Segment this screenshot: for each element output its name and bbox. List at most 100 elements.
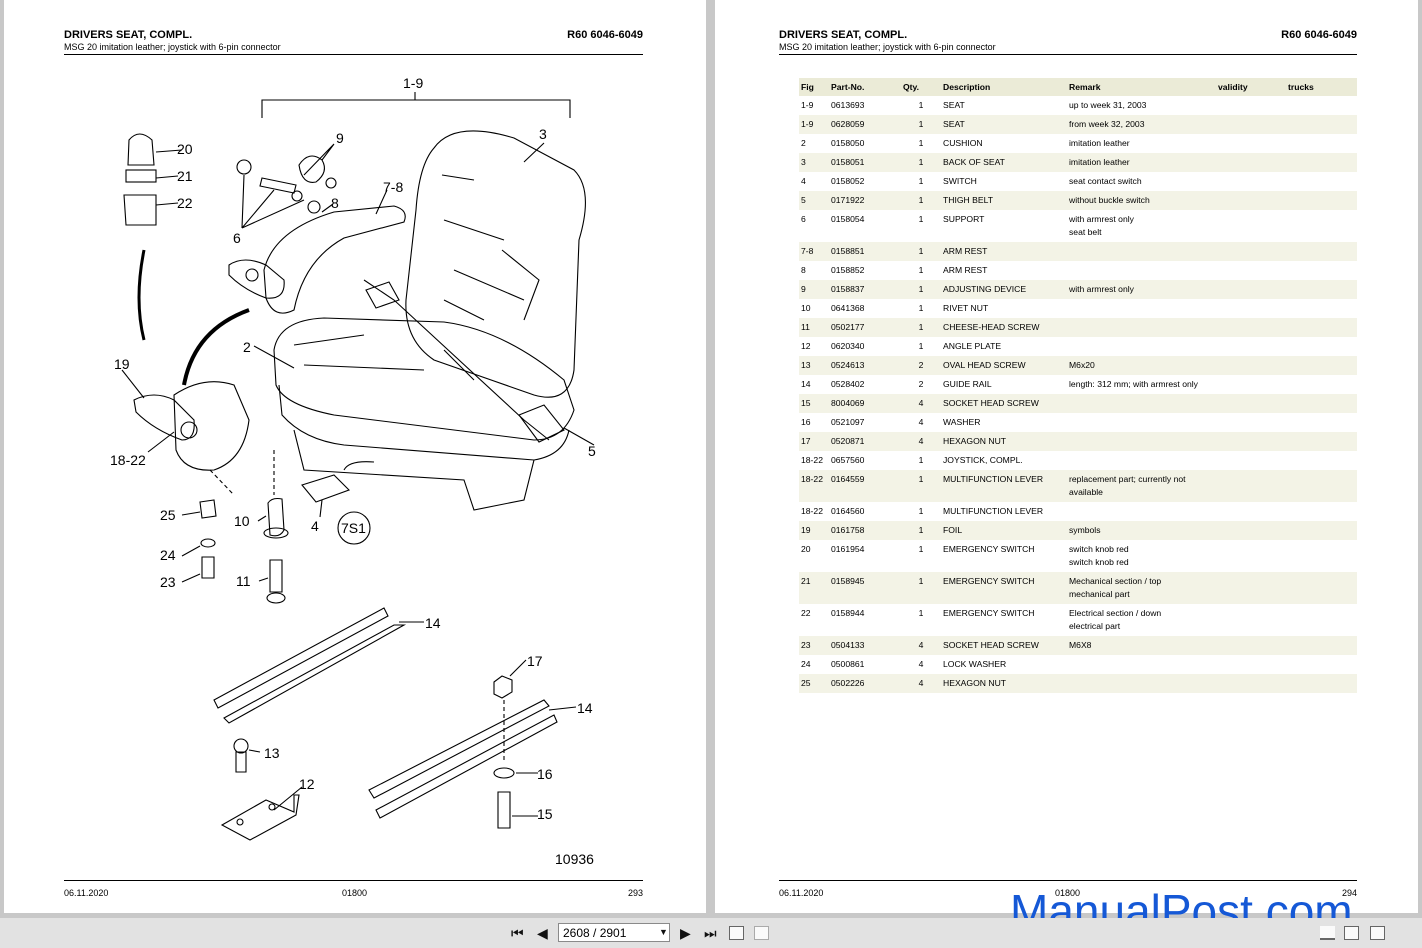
cell-remark-line2: switch knob red — [1069, 557, 1129, 567]
thumbnails-icon[interactable] — [1320, 926, 1335, 940]
cell-part-no: 0164559 — [829, 470, 901, 502]
cell-qty: 1 — [901, 318, 941, 337]
cell-trucks — [1286, 191, 1357, 210]
cell-description: SWITCH — [941, 172, 1067, 191]
cell-remark — [1067, 413, 1216, 432]
cell-qty: 4 — [901, 394, 941, 413]
cell-qty: 1 — [901, 96, 941, 115]
callout-19: 19 — [114, 356, 130, 372]
last-page-icon[interactable]: ⏭ — [704, 925, 717, 941]
cell-remark — [1067, 432, 1216, 451]
cell-fig: 17 — [799, 432, 829, 451]
cell-fig-text: 4 — [801, 176, 806, 186]
cell-remark-text: imitation leather — [1069, 157, 1130, 167]
cell-part-no-text: 0641368 — [831, 303, 865, 313]
cell-validity — [1216, 318, 1286, 337]
cell-qty: 1 — [901, 172, 941, 191]
cell-qty-text: 1 — [918, 284, 924, 294]
cell-part-no: 0164560 — [829, 502, 901, 521]
cell-fig-text: 12 — [801, 341, 811, 351]
cell-remark: M6X8 — [1067, 636, 1216, 655]
cell-remark — [1067, 451, 1216, 470]
cell-part-no-text: 0613693 — [831, 100, 865, 110]
cell-remark: symbols — [1067, 521, 1216, 540]
cell-fig: 4 — [799, 172, 829, 191]
cell-description: CUSHION — [941, 134, 1067, 153]
cell-fig-text: 25 — [801, 678, 811, 688]
previous-page-icon[interactable]: ◀ — [537, 925, 548, 941]
cell-description-text: SWITCH — [943, 176, 977, 186]
cell-qty: 1 — [901, 451, 941, 470]
cell-qty-text: 1 — [918, 119, 924, 129]
cell-part-no-text: 0158052 — [831, 176, 865, 186]
cell-fig: 6 — [799, 210, 829, 242]
cell-remark: up to week 31, 2003 — [1067, 96, 1216, 115]
cell-qty-text: 1 — [918, 214, 924, 224]
callout-12: 12 — [299, 776, 315, 792]
cell-trucks — [1286, 375, 1357, 394]
cell-qty-text: 2 — [918, 360, 924, 370]
cell-trucks — [1286, 604, 1357, 636]
callout-14b: 14 — [577, 700, 593, 716]
cell-part-no-text: 0171922 — [831, 195, 865, 205]
cell-validity — [1216, 394, 1286, 413]
bookmarks-icon[interactable] — [1344, 926, 1359, 940]
cell-validity — [1216, 604, 1286, 636]
cell-fig: 21 — [799, 572, 829, 604]
fit-width-icon[interactable] — [754, 926, 769, 940]
cell-qty-text: 4 — [918, 436, 924, 446]
page-title: DRIVERS SEAT, COMPL. — [779, 29, 908, 41]
cell-remark-text: from week 32, 2003 — [1069, 119, 1145, 129]
cell-fig: 12 — [799, 337, 829, 356]
cell-qty: 4 — [901, 432, 941, 451]
cell-qty-text: 4 — [918, 640, 924, 650]
cell-part-no: 8004069 — [829, 394, 901, 413]
cell-trucks — [1286, 115, 1357, 134]
cell-qty-text: 1 — [918, 506, 924, 516]
cell-remark: imitation leather — [1067, 153, 1216, 172]
cell-description-text: CHEESE-HEAD SCREW — [943, 322, 1040, 332]
callout-2: 2 — [243, 339, 251, 355]
cell-description-text: RIVET NUT — [943, 303, 989, 313]
cell-validity — [1216, 261, 1286, 280]
cell-remark — [1067, 318, 1216, 337]
page-number-input[interactable] — [558, 923, 670, 942]
cell-fig-text: 23 — [801, 640, 811, 650]
cell-remark: length: 312 mm; with armrest only — [1067, 375, 1216, 394]
cell-description: WASHER — [941, 413, 1067, 432]
page-dropdown-icon[interactable]: ▼ — [659, 927, 668, 937]
cell-trucks — [1286, 261, 1357, 280]
cell-validity — [1216, 655, 1286, 674]
cell-validity — [1216, 191, 1286, 210]
armrest — [263, 205, 406, 314]
callout-11: 11 — [236, 573, 251, 589]
cell-trucks — [1286, 540, 1357, 572]
col-description: Description — [941, 78, 1067, 96]
joystick — [173, 381, 250, 471]
callout-10: 10 — [234, 513, 250, 529]
single-page-icon[interactable] — [1370, 926, 1385, 940]
cell-description: SEAT — [941, 115, 1067, 134]
cell-part-no: 0520871 — [829, 432, 901, 451]
page-title: DRIVERS SEAT, COMPL. — [64, 29, 193, 41]
cell-part-no: 0158054 — [829, 210, 901, 242]
first-page-icon[interactable]: ⏮ — [511, 925, 524, 941]
cell-qty: 1 — [901, 572, 941, 604]
cell-description-text: EMERGENCY SWITCH — [943, 544, 1035, 554]
cell-part-no-text: 0620340 — [831, 341, 865, 351]
header-rule — [64, 54, 643, 55]
next-page-icon[interactable]: ▶ — [680, 925, 691, 941]
cell-validity — [1216, 172, 1286, 191]
cell-fig: 20 — [799, 540, 829, 572]
cell-description-text: CUSHION — [943, 138, 983, 148]
cell-qty-text: 1 — [918, 303, 924, 313]
seat-cushion — [273, 317, 575, 441]
fit-page-icon[interactable] — [729, 926, 744, 940]
